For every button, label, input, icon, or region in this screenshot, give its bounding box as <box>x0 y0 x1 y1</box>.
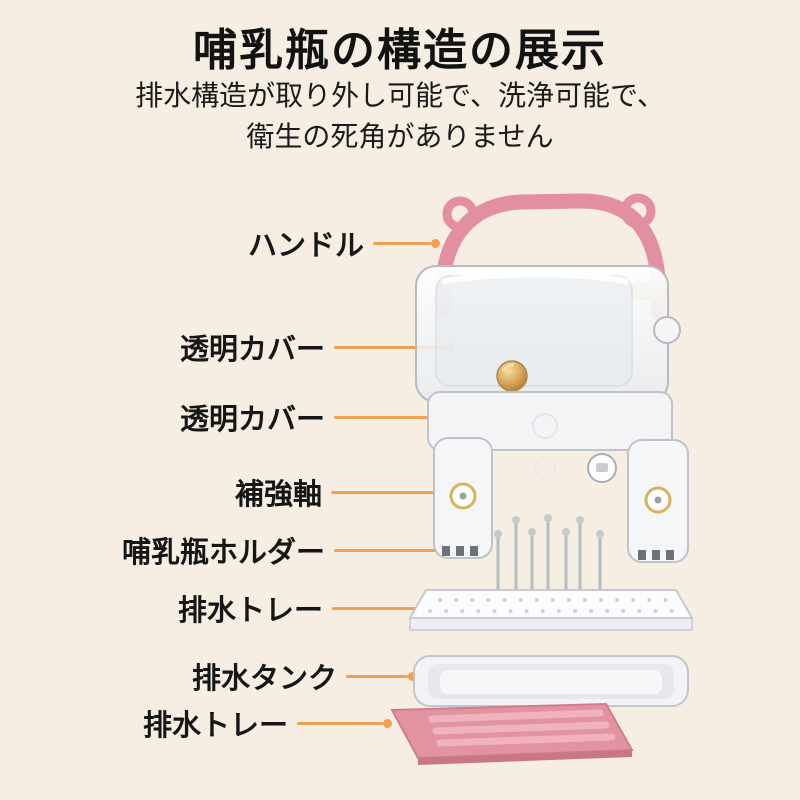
label-reinforcement-shaft: 補強軸 <box>235 471 451 513</box>
leader-dot <box>431 238 441 248</box>
leader-line <box>334 548 467 552</box>
label-transparent-cover-2-text: 透明カバー <box>180 402 326 436</box>
leader-tray-2 <box>297 718 393 728</box>
body-part <box>427 391 689 563</box>
label-transparent-cover-1-text: 透明カバー <box>180 332 326 366</box>
drain-tray-part <box>408 589 694 631</box>
label-drain-tank-text: 排水タンク <box>192 661 338 695</box>
leader-tank <box>346 671 418 681</box>
subtitle-line-1: 排水構造が取り外し可能で、洗浄可能で、 <box>135 79 665 112</box>
label-transparent-cover-1: 透明カバー <box>180 326 456 368</box>
leader-handle <box>373 238 441 248</box>
leader-line <box>334 345 447 349</box>
leader-dot <box>408 671 418 681</box>
subtitle-line-2: 衛生の死角がありません <box>246 119 554 153</box>
label-transparent-cover-2: 透明カバー <box>180 396 456 438</box>
label-drain-tank: 排水タンク <box>192 655 418 697</box>
page-subtitle: 排水構造が取り外し可能で、洗浄可能で、 衛生の死角がありません <box>0 76 800 157</box>
label-handle-text: ハンドル <box>248 228 365 262</box>
label-handle: ハンドル <box>248 222 441 264</box>
leader-line <box>373 241 432 245</box>
page-title: 哺乳瓶の構造の展示 <box>193 25 607 76</box>
leader-line <box>331 490 442 494</box>
leader-line <box>297 721 384 725</box>
label-drain-tray-2: 排水トレー <box>143 702 393 744</box>
label-drain-tray-1-text: 排水トレー <box>178 593 324 627</box>
leader-line <box>346 674 409 678</box>
label-drain-tray-2-text: 排水トレー <box>143 708 289 742</box>
product-illustration <box>390 193 694 765</box>
leader-line <box>332 606 421 610</box>
leader-line <box>334 415 447 419</box>
drain-tank-part <box>413 655 689 707</box>
leader-dot <box>383 718 393 728</box>
pink-drain-tray-part <box>390 702 634 765</box>
label-bottle-holder-text: 哺乳瓶ホルダー <box>122 535 326 569</box>
label-reinforcement-shaft-text: 補強軸 <box>235 477 323 511</box>
transparent-cover-part <box>415 265 681 403</box>
